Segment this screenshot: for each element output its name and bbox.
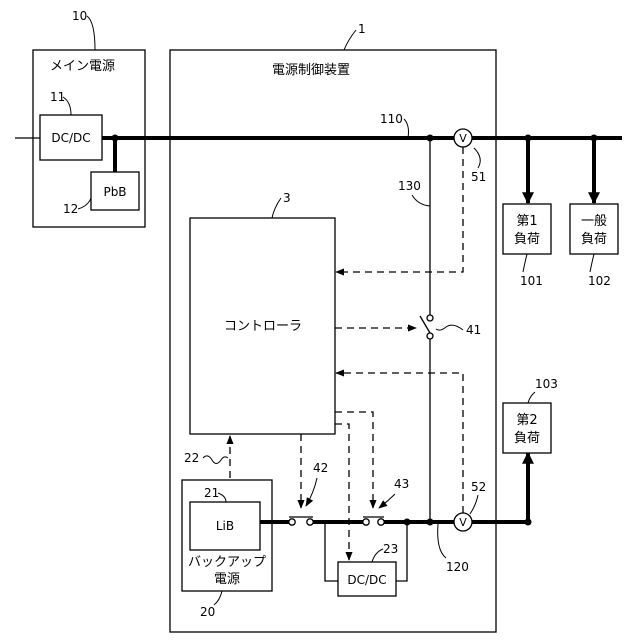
switch-41-contact	[427, 315, 433, 321]
switch-43-contact	[363, 519, 369, 525]
main-power-label: メイン電源	[50, 59, 115, 74]
ref-42: 42	[313, 461, 328, 475]
leader-1	[344, 30, 356, 50]
load-102-line1: 一般	[581, 213, 607, 229]
ref-10: 10	[72, 9, 87, 23]
junction-dot	[112, 135, 119, 142]
load-103-line2: 負荷	[514, 431, 540, 446]
backup-power-line2: 電源	[214, 572, 240, 587]
ref-102: 102	[588, 274, 611, 288]
ref-21: 21	[204, 486, 219, 500]
ref-11: 11	[50, 90, 65, 104]
switch-42-contact	[307, 519, 313, 525]
controller-label: コントローラ	[224, 319, 302, 334]
ref-12: 12	[63, 202, 78, 216]
switch-41-contact	[427, 333, 433, 339]
ref-101: 101	[520, 274, 543, 288]
ref-41: 41	[466, 323, 481, 337]
leader-101	[523, 254, 527, 272]
voltmeter-51-symbol: V	[459, 132, 467, 145]
lib-label: LiB	[216, 519, 234, 533]
ref-1: 1	[358, 22, 366, 36]
pbb-label: PbB	[103, 185, 126, 199]
leader-103	[528, 392, 535, 403]
load-102-line2: 負荷	[581, 232, 607, 247]
power-control-device-label: 電源制御装置	[272, 63, 350, 78]
dcdc-23-label: DC/DC	[347, 573, 386, 587]
junction-dot	[525, 519, 532, 526]
ref-120: 120	[446, 560, 469, 574]
ref-43: 43	[394, 477, 409, 491]
ref-52: 52	[471, 480, 486, 494]
load-101-line1: 第1	[516, 214, 537, 229]
leader-102	[590, 254, 594, 272]
backup-power-line1: バックアップ	[188, 555, 266, 570]
ref-103: 103	[535, 377, 558, 391]
ref-130: 130	[398, 179, 421, 193]
switch-43-contact	[378, 519, 384, 525]
ref-22: 22	[184, 451, 199, 465]
load-101-line2: 負荷	[514, 232, 540, 247]
ref-51: 51	[471, 170, 486, 184]
load-103-line1: 第2	[516, 413, 537, 428]
ref-20: 20	[200, 605, 215, 619]
ref-110: 110	[380, 112, 403, 126]
voltmeter-52-symbol: V	[459, 516, 467, 529]
main-dcdc-label: DC/DC	[51, 131, 90, 145]
leader-10	[87, 16, 95, 50]
ref-3: 3	[283, 191, 291, 205]
switch-42-contact	[289, 519, 295, 525]
ref-23: 23	[383, 542, 398, 556]
junction-dot	[427, 519, 434, 526]
